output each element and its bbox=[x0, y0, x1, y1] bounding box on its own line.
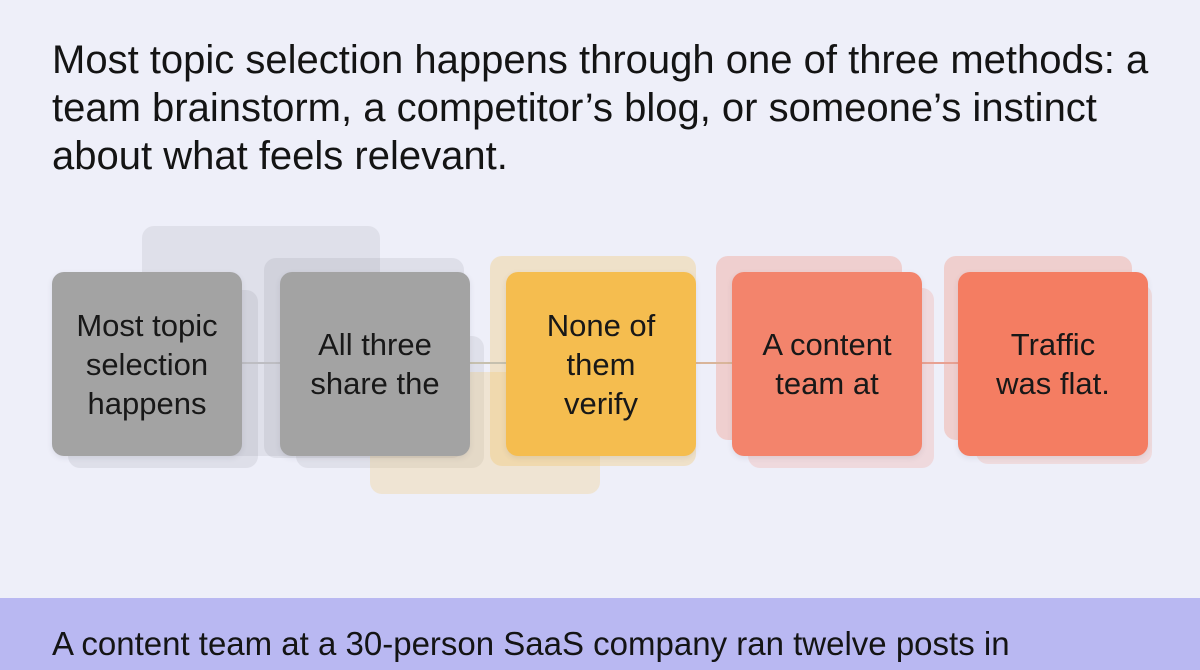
headline: Most topic selection happens through one… bbox=[52, 38, 1149, 178]
connector-line bbox=[922, 362, 958, 364]
step-label: Most topic selection happens bbox=[76, 307, 218, 421]
step-card-2: All three share the bbox=[280, 272, 470, 456]
footer-banner: A content team at a 30-person SaaS compa… bbox=[0, 598, 1200, 670]
connector-line bbox=[470, 362, 506, 364]
step-card-4: A content team at bbox=[732, 272, 922, 456]
step-card-3: None of them verify bbox=[506, 272, 696, 456]
step-label: All three share the bbox=[310, 327, 440, 401]
connector-line bbox=[696, 362, 732, 364]
connector-line bbox=[242, 362, 280, 364]
step-label: None of them verify bbox=[546, 307, 656, 421]
step-label: A content team at bbox=[762, 327, 892, 401]
footer-text: A content team at a 30-person SaaS compa… bbox=[52, 625, 1010, 662]
process-flow-diagram: Most topic selection happens All three s… bbox=[52, 226, 1152, 494]
step-label: Traffic was flat. bbox=[996, 327, 1110, 401]
step-card-5: Traffic was flat. bbox=[958, 272, 1148, 456]
step-card-1: Most topic selection happens bbox=[52, 272, 242, 456]
